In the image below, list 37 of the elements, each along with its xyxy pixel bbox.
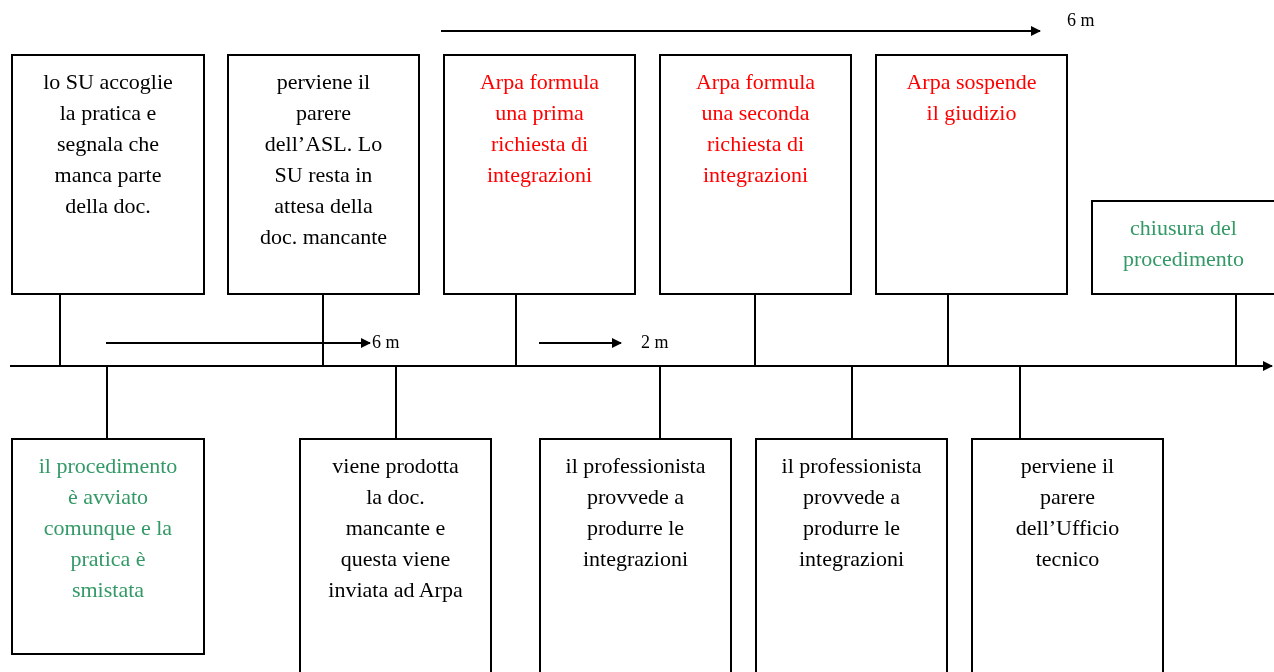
connector-line	[1235, 294, 1237, 367]
event-text: perviene il parere dell’ASL. Lo SU resta in attesa della doc. mancante	[258, 68, 389, 251]
event-text: Arpa formula una seconda richiesta di integrazioni	[694, 68, 817, 189]
event-box	[1091, 200, 1274, 295]
connector-line	[515, 294, 517, 367]
duration-label: 6 m	[372, 332, 400, 353]
event-box	[11, 438, 205, 655]
event-text: chiusura del procedimento	[1122, 214, 1245, 273]
event-box	[443, 54, 636, 295]
connector-line	[659, 365, 661, 439]
event-box	[659, 54, 852, 295]
event-box	[875, 54, 1068, 295]
connector-line	[106, 365, 108, 439]
event-box	[755, 438, 948, 672]
event-text: viene prodotta la doc. mancante e questa viene inviata ad Arpa	[327, 452, 464, 604]
connector-line	[59, 294, 61, 367]
event-text: il professionista provvede a produrre le integrazioni	[564, 452, 707, 573]
event-box	[539, 438, 732, 672]
connector-line	[1019, 365, 1021, 439]
event-box	[227, 54, 420, 295]
connector-line	[851, 365, 853, 439]
event-text: Arpa formula una prima richiesta di integrazioni	[478, 68, 601, 189]
event-box	[299, 438, 492, 672]
duration-label: 6 m	[1067, 10, 1095, 31]
connector-line	[754, 294, 756, 367]
timeline-axis	[9, 361, 1273, 371]
event-text: perviene il parere dell’Ufficio tecnico	[1014, 452, 1121, 573]
connector-line	[395, 365, 397, 439]
connector-line	[947, 294, 949, 367]
event-text: Arpa sospende il giudizio	[905, 68, 1038, 127]
connector-line	[322, 294, 324, 367]
event-text: lo SU accoglie la pratica e segnala che manca parte della doc.	[42, 68, 174, 220]
duration-label: 2 m	[641, 332, 669, 353]
event-box	[11, 54, 205, 295]
event-text: il professionista provvede a produrre le integrazioni	[780, 452, 923, 573]
event-box	[971, 438, 1164, 672]
event-text: il procedimento è avviato comunque e la pratica è smistata	[37, 452, 179, 604]
